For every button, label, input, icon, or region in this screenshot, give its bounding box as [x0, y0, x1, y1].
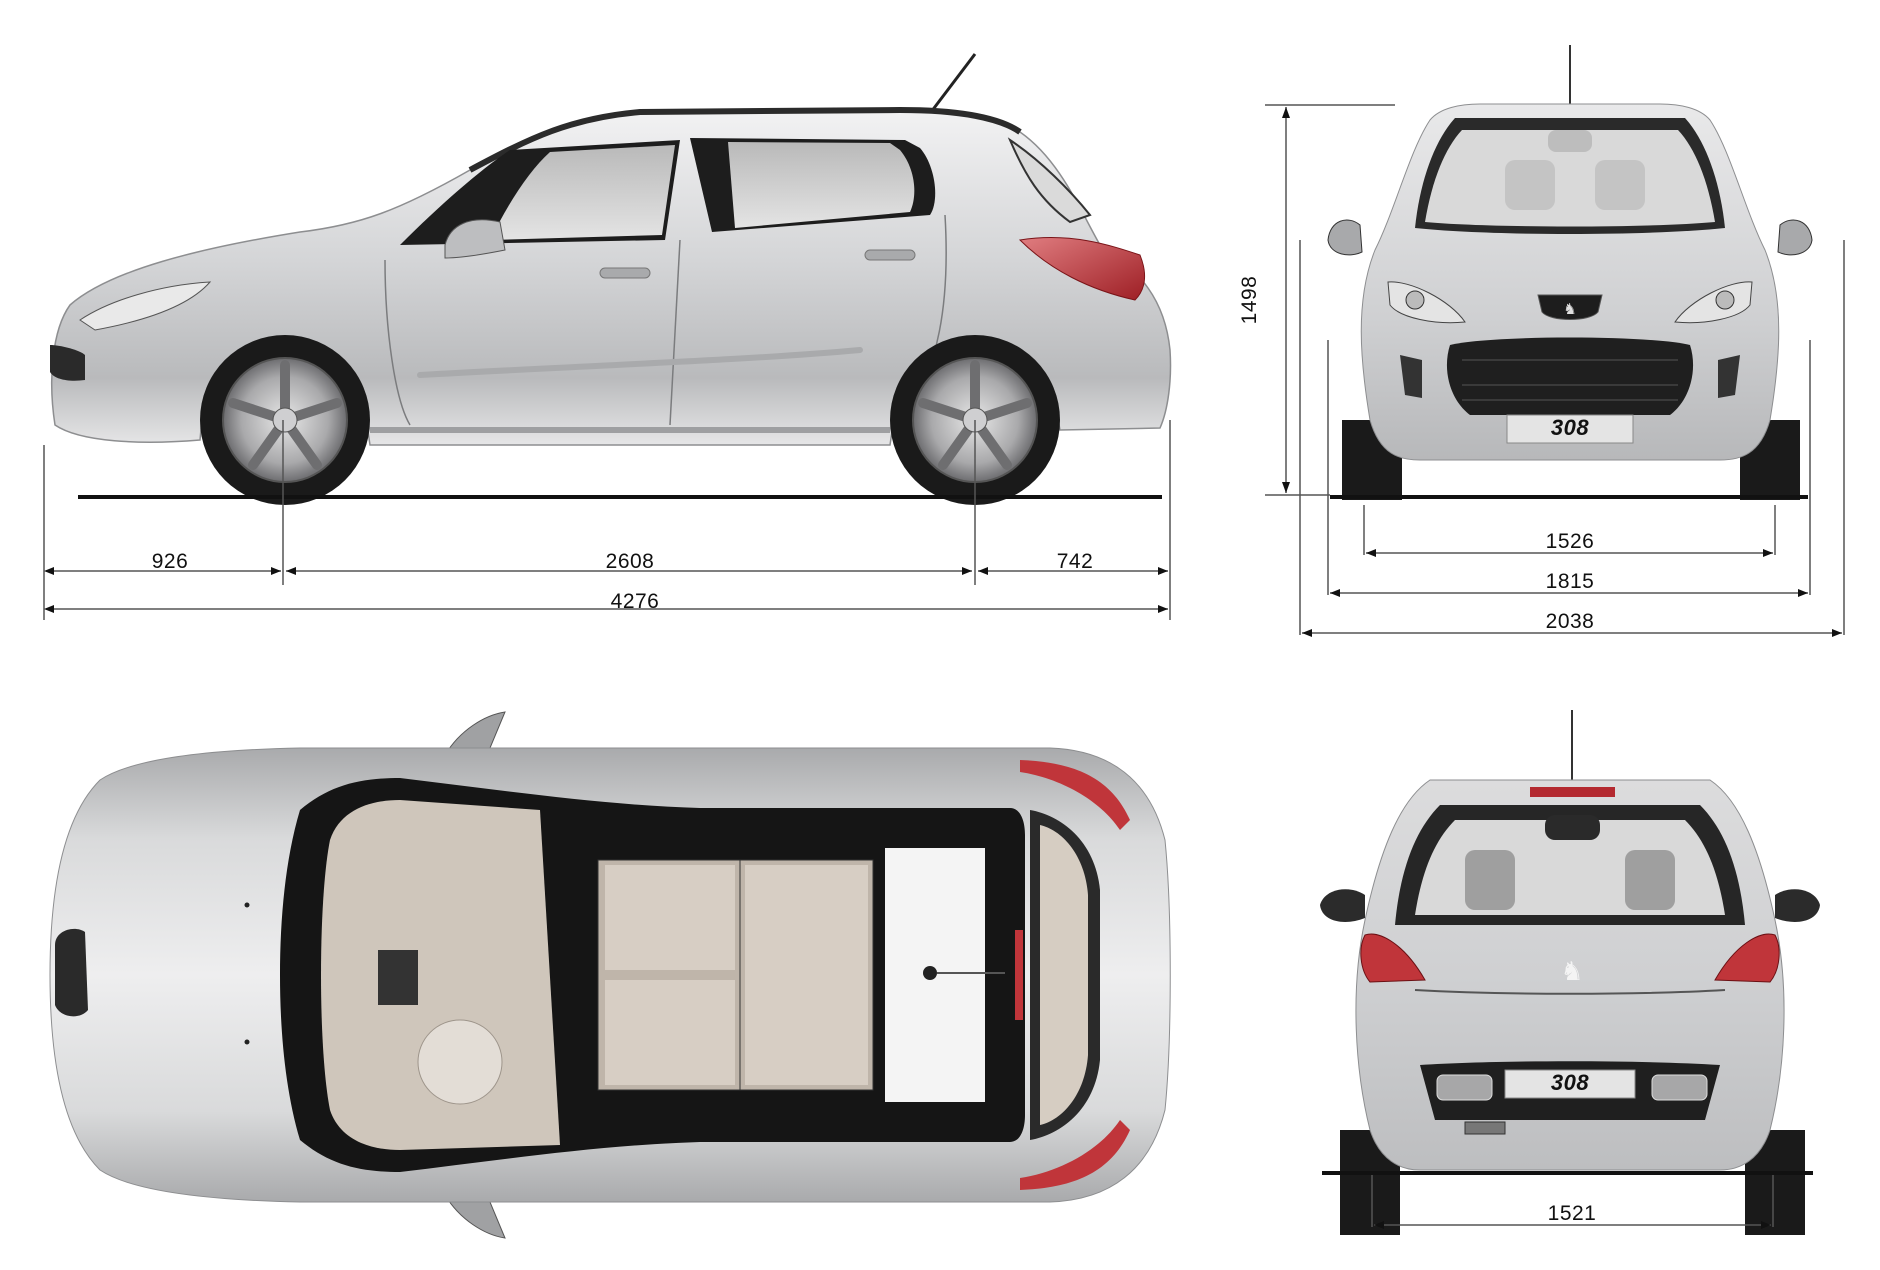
front-view: ♞ — [1200, 0, 1880, 660]
rear-view: ♞ 308 1521 — [1200, 690, 1880, 1270]
front-plate-text: 308 — [1550, 415, 1590, 440]
front-license-plate — [1506, 414, 1634, 444]
rear-view-car-illustration: ♞ — [1320, 710, 1820, 1235]
third-brake-light — [1530, 787, 1615, 797]
rear-plate-text: 308 — [1550, 1070, 1590, 1095]
front-view-car-illustration: ♞ — [1265, 45, 1845, 637]
brand-emblem-icon — [55, 928, 88, 1017]
rear-track-label: 1521 — [1547, 1202, 1597, 1225]
svg-text:♞: ♞ — [1563, 300, 1576, 318]
overall-length-label: 4276 — [610, 590, 660, 613]
brand-emblem-icon: ♞ — [1560, 957, 1583, 987]
side-view: 926 2608 742 4276 — [0, 0, 1200, 640]
width-label: 1815 — [1545, 570, 1595, 593]
dimension-lines — [43, 420, 1171, 620]
height-label: 1498 — [1238, 275, 1261, 325]
front-wheel-icon — [200, 335, 370, 505]
front-track-label: 1526 — [1545, 530, 1595, 553]
width-with-mirrors-label: 2038 — [1545, 610, 1595, 633]
steering-wheel-airbag — [417, 1019, 503, 1105]
wheelbase-label: 2608 — [605, 550, 655, 573]
rear-license-plate — [1504, 1069, 1636, 1099]
dashboard-screen — [378, 950, 418, 1005]
rear-overhang-label: 742 — [1056, 550, 1094, 573]
brand-emblem-icon — [1537, 294, 1603, 320]
side-view-car-illustration — [43, 53, 1172, 620]
top-view-car-illustration — [49, 711, 1171, 1239]
antenna-base-icon — [923, 966, 937, 980]
front-overhang-label: 926 — [151, 550, 189, 573]
top-view — [0, 690, 1200, 1270]
